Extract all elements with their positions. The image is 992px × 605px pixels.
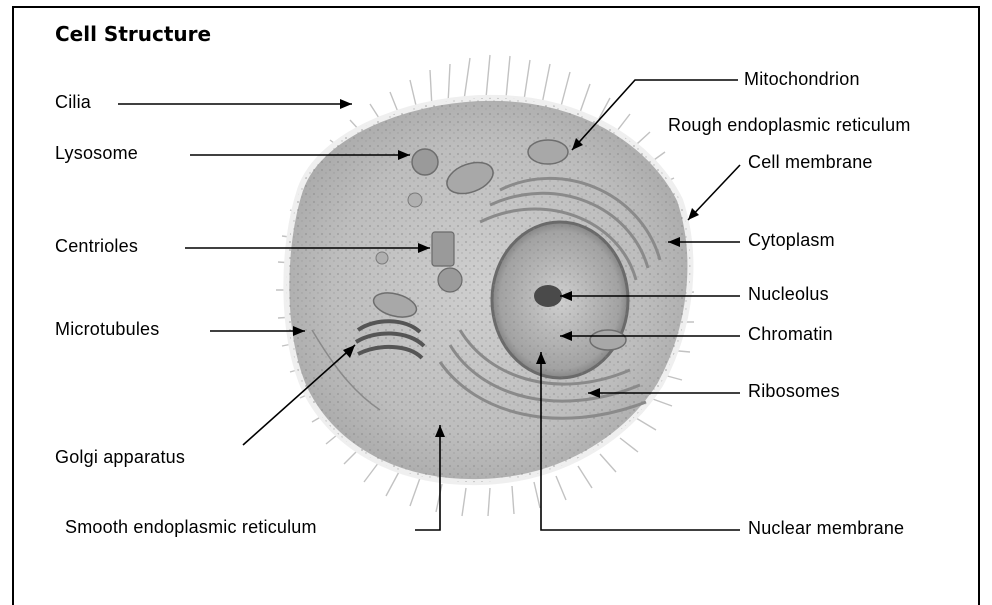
label-nucleolus: Nucleolus	[748, 284, 829, 305]
label-rough-er: Rough endoplasmic reticulum	[668, 115, 911, 136]
label-microtubules: Microtubules	[55, 319, 159, 340]
label-centrioles: Centrioles	[55, 236, 138, 257]
label-cell-membrane: Cell membrane	[748, 152, 873, 173]
label-chromatin: Chromatin	[748, 324, 833, 345]
lysosome	[412, 149, 438, 175]
label-mitochondrion: Mitochondrion	[744, 69, 860, 90]
label-golgi-apparatus: Golgi apparatus	[55, 447, 185, 468]
label-nuclear-membrane: Nuclear membrane	[748, 518, 904, 539]
label-cytoplasm: Cytoplasm	[748, 230, 835, 251]
nucleolus	[534, 285, 562, 307]
label-ribosomes: Ribosomes	[748, 381, 840, 402]
label-lysosome: Lysosome	[55, 143, 138, 164]
label-cilia: Cilia	[55, 92, 91, 113]
label-smooth-er: Smooth endoplasmic reticulum	[65, 517, 317, 538]
